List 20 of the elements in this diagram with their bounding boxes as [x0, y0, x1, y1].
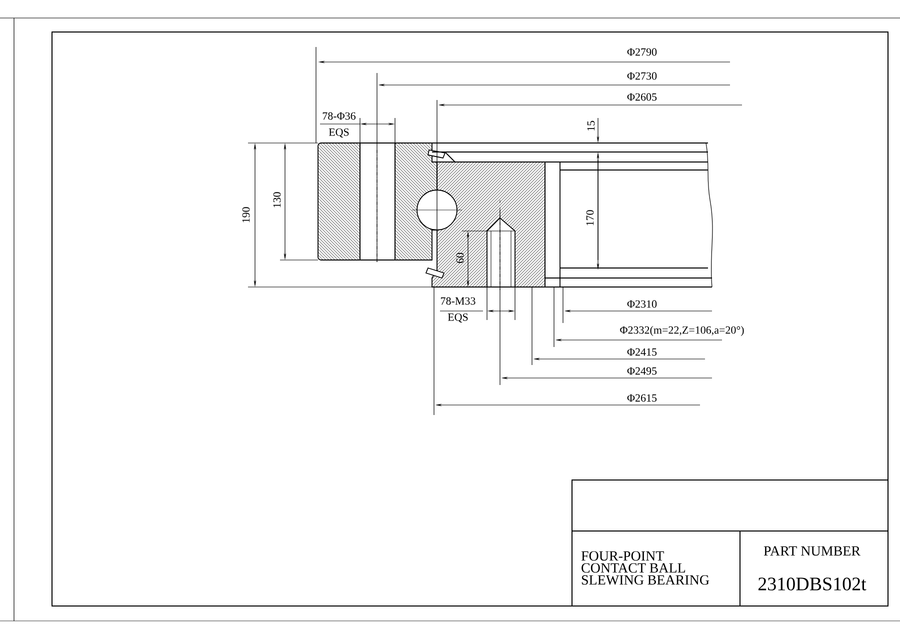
- dimension-label: 78-Φ36: [322, 112, 356, 120]
- part-number-heading: PART NUMBER: [764, 546, 860, 556]
- dimension-label: Φ2332(m=22,Z=106,a=20°): [620, 326, 744, 336]
- part-number: 2310DBS102t: [758, 578, 866, 590]
- dimension-label: Φ2730: [627, 72, 657, 80]
- dimension-label: Φ2415: [627, 348, 657, 356]
- dimension-label: 130: [273, 192, 281, 208]
- dimension-label: EQS: [328, 128, 349, 138]
- dimension-label: Φ2495: [627, 367, 657, 375]
- dimension-label: Φ2605: [627, 93, 657, 101]
- dimension-label: Φ2790: [627, 48, 657, 56]
- dimension-label: Φ2310: [627, 300, 657, 308]
- dimension-label: Φ2615: [627, 394, 657, 402]
- dimension-label: 15: [587, 120, 595, 131]
- dimension-label: 78-M33: [441, 297, 476, 305]
- dimension-label: 190: [242, 207, 250, 222]
- product-title: FOUR-POINT CONTACT BALL SLEWING BEARING: [581, 551, 710, 585]
- dimension-label: 170: [586, 210, 594, 226]
- dimension-label: 60: [456, 252, 464, 264]
- dimension-label: EQS: [448, 313, 468, 323]
